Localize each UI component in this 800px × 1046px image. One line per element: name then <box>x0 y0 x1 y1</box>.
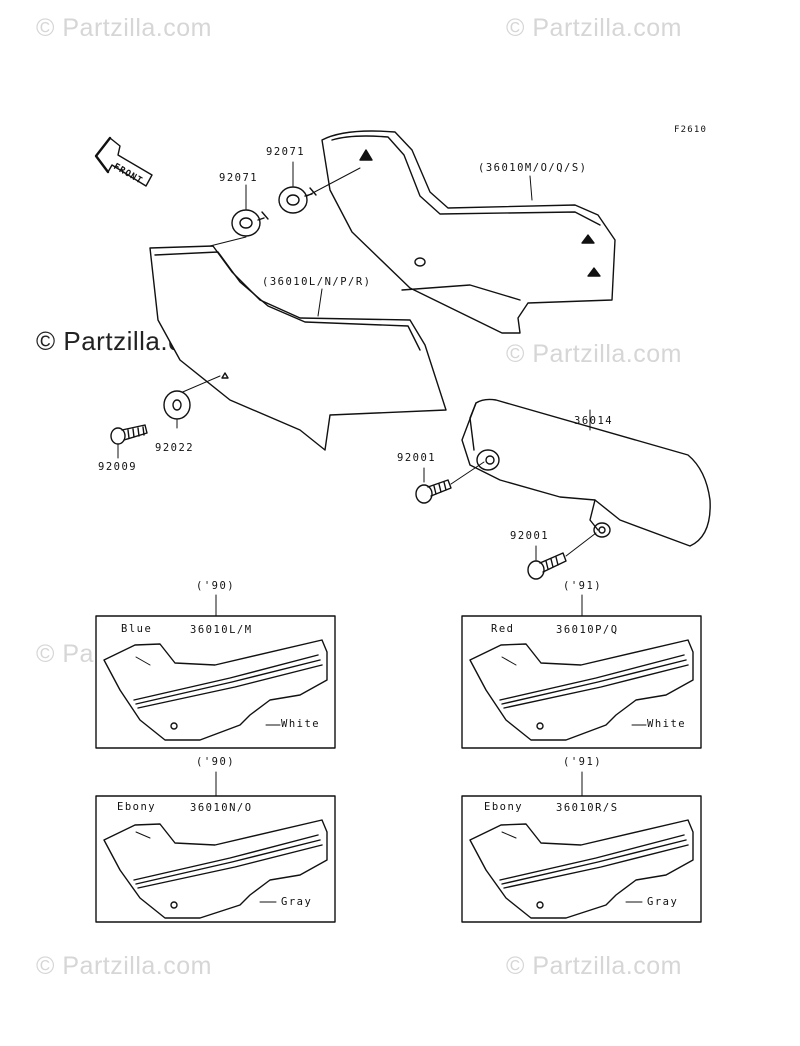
chain-cover <box>461 398 711 547</box>
variant-3-stripe-color: Gray <box>281 896 313 908</box>
part-92071-lower: 92071 <box>219 172 259 184</box>
variant-3-part: 36010N/O <box>190 802 253 814</box>
front-arrow-icon <box>94 136 153 187</box>
washer <box>163 390 191 429</box>
variant-4-year: ('91) <box>563 756 603 768</box>
watermark: © Partzilla.com <box>36 952 212 980</box>
variant-box-4 <box>461 771 702 923</box>
bolt-lower <box>527 532 597 580</box>
part-92009: 92009 <box>98 461 138 473</box>
variant-box-2 <box>461 594 702 749</box>
part-92001-upper: 92001 <box>397 452 437 464</box>
variant-2-top-color: Red <box>491 623 515 635</box>
grommet-upper <box>278 161 361 214</box>
variant-box-3 <box>95 771 336 923</box>
watermark: © Partzilla.com <box>36 14 212 42</box>
figure-code: F2610 <box>674 125 708 135</box>
grommet-lower <box>209 184 269 247</box>
part-left-cover: (36010L/N/P/R) <box>262 276 372 288</box>
variant-2-year: ('91) <box>563 580 603 592</box>
bolt-left <box>110 424 148 459</box>
variant-4-part: 36010R/S <box>556 802 619 814</box>
variant-4-top-color: Ebony <box>484 801 524 813</box>
part-right-cover: (36010M/O/Q/S) <box>478 162 588 174</box>
variant-2-stripe-color: White <box>647 718 687 730</box>
variant-1-year: ('90) <box>196 580 236 592</box>
variant-3-top-color: Ebony <box>117 801 157 813</box>
variant-1-top-color: Blue <box>121 623 153 635</box>
right-side-cover <box>321 130 616 334</box>
bolt-upper <box>415 461 485 504</box>
variant-box-1 <box>95 594 336 749</box>
part-92001-lower: 92001 <box>510 530 550 542</box>
variant-3-year: ('90) <box>196 756 236 768</box>
watermark: © Partzilla.com <box>506 14 682 42</box>
watermark: © Partzilla.com <box>506 952 682 980</box>
variant-4-stripe-color: Gray <box>647 896 679 908</box>
variant-1-stripe-color: White <box>281 718 321 730</box>
part-36014: 36014 <box>574 415 614 427</box>
watermark: © Partzilla.com <box>506 340 682 368</box>
variant-2-part: 36010P/Q <box>556 624 619 636</box>
left-side-cover <box>149 245 447 451</box>
part-92022: 92022 <box>155 442 195 454</box>
variant-1-part: 36010L/M <box>190 624 253 636</box>
part-92071-upper: 92071 <box>266 146 306 158</box>
